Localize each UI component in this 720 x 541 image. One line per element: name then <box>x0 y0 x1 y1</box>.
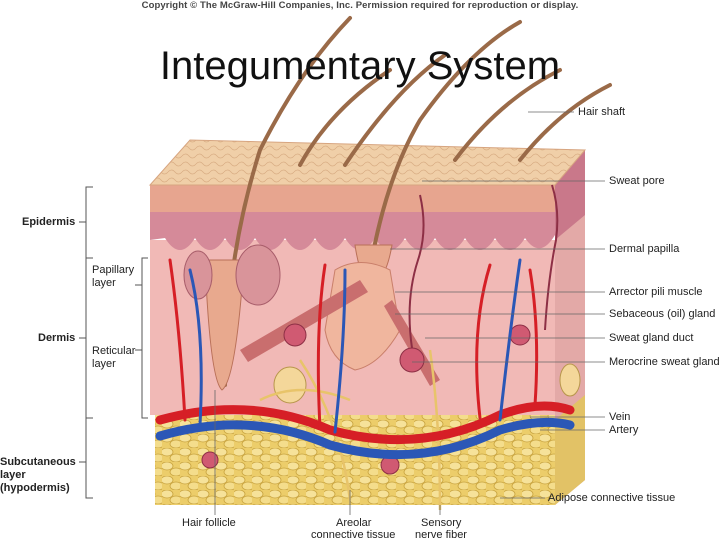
label-subcutaneous-1: Subcutaneous <box>0 456 76 468</box>
label-dermal-papilla: Dermal papilla <box>609 243 680 255</box>
label-artery: Artery <box>609 424 639 436</box>
label-subcutaneous-2: layer <box>0 469 26 481</box>
sweat-glands <box>201 323 531 475</box>
block-side-face <box>555 150 585 505</box>
label-hair-shaft: Hair shaft <box>578 106 626 118</box>
copyright-notice: Copyright © The McGraw-Hill Companies, I… <box>141 0 579 11</box>
label-reticular-1: Reticular <box>92 345 136 357</box>
label-areolar-1: Areolar <box>336 517 372 529</box>
hair-follicle-shape <box>204 259 245 391</box>
label-reticular-2: layer <box>92 358 116 370</box>
label-epidermis: Epidermis <box>22 216 76 228</box>
label-sweat-pore: Sweat pore <box>609 175 665 187</box>
label-adipose-tissue: Adipose connective tissue <box>548 492 676 504</box>
page-title: Integumentary System <box>159 44 561 88</box>
label-dermis: Dermis <box>38 332 76 344</box>
label-sensory-1: Sensory <box>421 517 462 529</box>
label-papillary-1: Papillary <box>92 264 135 276</box>
label-leaders <box>214 111 605 515</box>
nerve-fibers <box>259 349 442 511</box>
sweat-ducts <box>408 184 559 349</box>
lamellated-corpuscles <box>273 363 581 404</box>
label-merocrine-sweat-gland: Merocrine sweat gland <box>609 356 720 368</box>
skin-surface <box>148 139 587 186</box>
arrector-pili-shape <box>240 280 368 362</box>
label-sweat-gland-duct: Sweat gland duct <box>609 332 694 344</box>
layer-brackets <box>79 186 148 499</box>
label-hair-follicle: Hair follicle <box>182 517 236 529</box>
label-arrector-pili: Arrector pili muscle <box>609 286 703 298</box>
label-subcutaneous-3: (hypodermis) <box>0 482 70 494</box>
blood-vessels <box>155 258 575 460</box>
label-areolar-2: connective tissue <box>311 529 396 541</box>
label-papillary-2: layer <box>92 277 116 289</box>
label-sebaceous-gland: Sebaceous (oil) gland <box>609 308 716 320</box>
label-vein: Vein <box>609 411 631 423</box>
label-sensory-2: nerve fiber <box>415 529 467 541</box>
